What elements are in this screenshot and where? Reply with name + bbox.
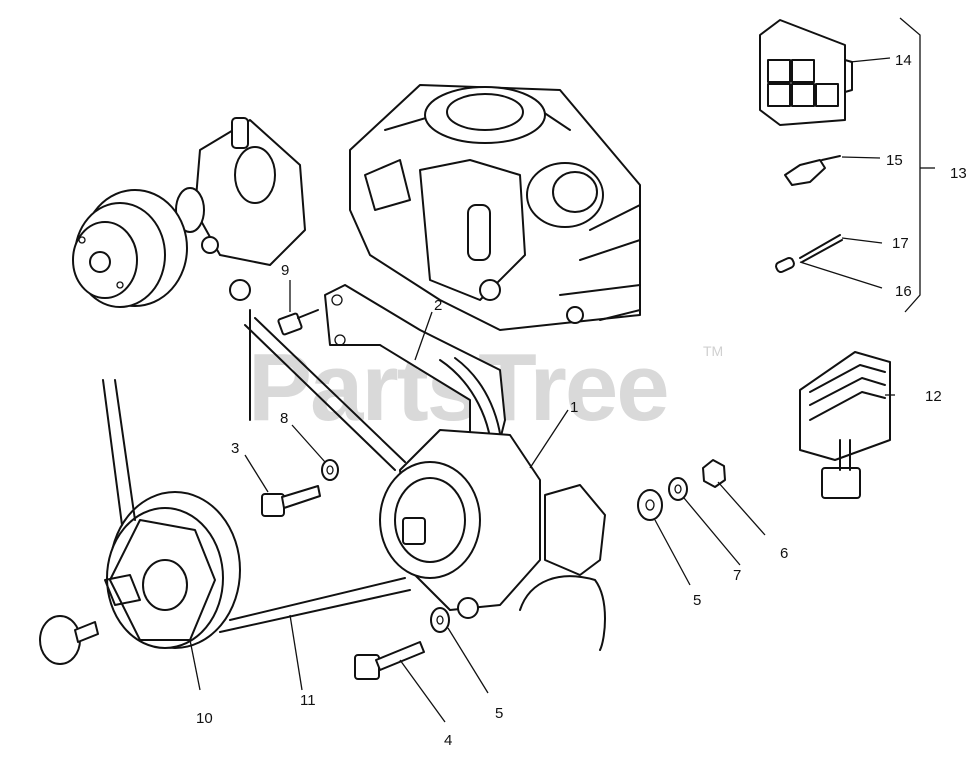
bolt-item4 <box>354 641 425 680</box>
washer-item5-lower <box>430 607 450 633</box>
lockwasher-item7 <box>668 477 688 501</box>
callout-13: 13 <box>950 165 967 182</box>
water-pump <box>72 117 306 308</box>
callout-2: 2 <box>434 297 442 314</box>
watermark-trademark: TM <box>703 343 723 359</box>
callout-15: 15 <box>886 152 903 169</box>
bolt-item3 <box>261 485 321 517</box>
bolt-item9 <box>277 309 319 336</box>
fan-belt <box>102 309 411 633</box>
callout-6: 6 <box>780 545 788 562</box>
callout-5-upper: 5 <box>693 592 701 609</box>
callout-9: 9 <box>281 262 289 279</box>
wire-lead-item16-17 <box>775 234 843 274</box>
engine-block <box>349 84 641 331</box>
callout-3: 3 <box>231 440 239 457</box>
callout-11: 11 <box>300 692 316 709</box>
washer-item5-upper <box>637 489 663 521</box>
callout-17: 17 <box>892 235 909 252</box>
regulator-item12 <box>799 351 891 499</box>
connector-item14 <box>759 19 853 126</box>
callout-10: 10 <box>196 710 213 727</box>
callout-4: 4 <box>444 732 452 749</box>
crank-pulley <box>104 491 241 649</box>
pulley-bolt <box>39 615 99 665</box>
callout-5-lower: 5 <box>495 705 503 722</box>
callout-7: 7 <box>733 567 741 584</box>
mounting-boss <box>519 484 606 651</box>
callout-8: 8 <box>280 410 288 427</box>
nut-item6 <box>702 459 726 488</box>
callout-16: 16 <box>895 283 912 300</box>
terminal-item15 <box>784 155 841 186</box>
callout-14: 14 <box>895 52 912 69</box>
callout-12: 12 <box>925 388 942 405</box>
leader-lines <box>189 57 895 723</box>
callout-1: 1 <box>570 399 578 416</box>
group-bracket-13 <box>899 17 921 313</box>
washer-item8 <box>321 459 339 481</box>
alternator <box>379 429 596 619</box>
